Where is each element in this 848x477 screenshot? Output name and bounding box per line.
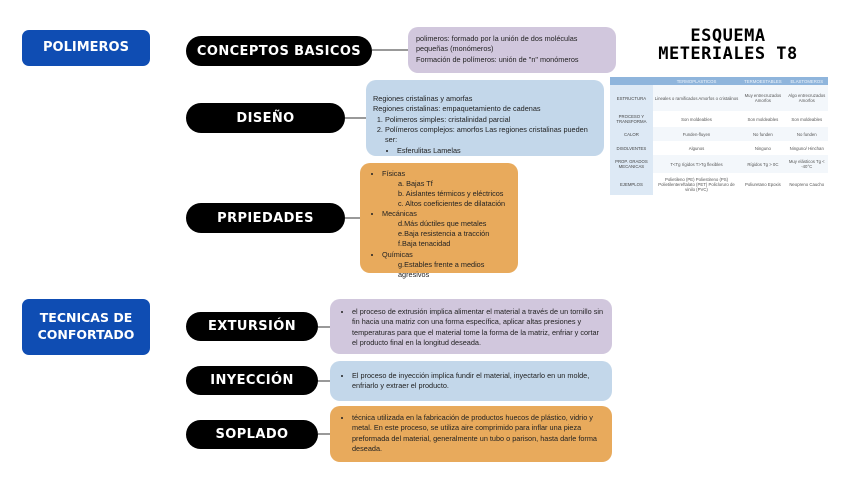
prop-fisicas-label: Físicas xyxy=(382,169,406,178)
note-diseno-sublist: Esferulitas Lamelas xyxy=(385,146,597,156)
note-extrusion: el proceso de extrusión implica alimenta… xyxy=(330,299,612,354)
note-diseno: Regiones cristalinas y amorfas Regiones … xyxy=(366,80,604,156)
esquema-header-cell xyxy=(610,77,653,85)
esquema-row: PROCESO Y TRANSFORMA Son moldeables Son … xyxy=(610,111,828,127)
prop-quimicas: Químicas g.Estables frente a medios agre… xyxy=(382,250,510,280)
topic-soplado-label: SOPLADO xyxy=(215,427,289,442)
esquema-cell: Son moldeables xyxy=(791,116,823,122)
note-inyeccion: El proceso de inyección implica fundir e… xyxy=(330,361,612,401)
topic-propiedades-label: PRPIEDADES xyxy=(217,210,314,226)
note-diseno-list: Polimeros simples: cristalinidad parcial… xyxy=(373,115,597,156)
esquema-cell: No funden xyxy=(740,127,786,141)
prop-mecanicas: Mecánicas d.Más dúctiles que metales e.B… xyxy=(382,209,510,249)
note-diseno-line2: Regiones cristalinas: empaquetamiento de… xyxy=(373,104,541,114)
esquema-cell: Son moldeables xyxy=(681,116,712,122)
esquema-row-header: CALOR xyxy=(610,127,653,141)
esquema-row: EJEMPLOS Polietileno (PE) Poliestireno (… xyxy=(610,173,828,195)
esquema-row: CALOR Funden-fluyen No funden No funden xyxy=(610,127,828,141)
topic-extrusion-label: EXTURSIÓN xyxy=(207,319,297,334)
prop-mecanicas-e: e.Baja resistencia a tracción xyxy=(398,229,490,239)
esquema-row-header: PROCESO Y TRANSFORMA xyxy=(610,111,653,127)
prop-mecanicas-label: Mecánicas xyxy=(382,209,417,219)
esquema-cell: Funden-fluyen xyxy=(652,127,741,141)
note-conceptos: polimeros: formado por la unión de dos m… xyxy=(408,27,616,73)
esquema-title-line2: METERIALES T8 xyxy=(658,43,798,64)
note-soplado-text: técnica utilizada en la fabricación de p… xyxy=(352,413,604,454)
esquema-row: ESTRUCTURA Lineales o ramificados Amorfo… xyxy=(610,85,828,111)
section-tecnicas-label-2: CONFORTADO xyxy=(37,327,135,342)
note-diseno-item2: Polímeros complejos: amorfos Las regione… xyxy=(385,125,597,156)
section-polimeros-label: POLIMEROS xyxy=(43,40,129,56)
note-inyeccion-list: El proceso de inyección implica fundir e… xyxy=(344,371,604,392)
topic-propiedades[interactable]: PRPIEDADES xyxy=(186,203,345,233)
note-soplado-list: técnica utilizada en la fabricación de p… xyxy=(344,413,604,454)
esquema-cell: Algunos xyxy=(688,145,705,151)
section-polimeros[interactable]: POLIMEROS xyxy=(22,30,150,66)
esquema-cell: Ninguno/ Hinchan xyxy=(789,145,824,151)
note-inyeccion-text: El proceso de inyección implica fundir e… xyxy=(352,371,604,392)
esquema-title: ESQUEMA METERIALES T8 xyxy=(630,26,826,64)
esquema-header-cell: TERMOPLASTICOS xyxy=(652,77,741,85)
section-tecnicas-label-1: TECNICAS DE xyxy=(39,310,133,326)
esquema-row-header: DISOLVENTES xyxy=(610,141,653,155)
note-conceptos-line1: polimeros: formado por la unión de dos m… xyxy=(416,34,578,54)
esquema-table: TERMOPLASTICOS TERMOESTABLES ELASTOMEROS… xyxy=(610,77,828,195)
prop-fisicas-sublist: a. Bajas Tf b. Aislantes térmicos y eléc… xyxy=(382,179,510,209)
prop-mecanicas-sublist: d.Más dúctiles que metales e.Baja resist… xyxy=(382,219,510,249)
note-extrusion-list: el proceso de extrusión implica alimenta… xyxy=(344,307,604,348)
esquema-cell: Polietileno (PE) Poliestireno (PS) Polie… xyxy=(658,176,735,192)
esquema-cell: Muy elásticos Tg < -40°C xyxy=(785,155,828,173)
topic-inyeccion-label: INYECCIÓN xyxy=(210,373,294,388)
topic-diseno[interactable]: DISEÑO xyxy=(186,103,345,133)
topic-conceptos-label: CONCEPTOS BASICOS xyxy=(196,43,362,59)
prop-fisicas: Físicas a. Bajas Tf b. Aislantes térmico… xyxy=(382,169,510,209)
topic-extrusion[interactable]: EXTURSIÓN xyxy=(186,312,318,341)
esquema-cell: T<Tg rígidos T>Tg flexibles xyxy=(652,155,741,173)
esquema-row: DISOLVENTES Algunos Ninguno Ninguno/ Hin… xyxy=(610,141,828,155)
prop-fisicas-c: c. Altos coeficientes de dilatación xyxy=(398,199,506,209)
note-soplado: técnica utilizada en la fabricación de p… xyxy=(330,406,612,462)
esquema-header-cell: TERMOESTABLES xyxy=(740,77,786,85)
prop-quimicas-label: Químicas xyxy=(382,249,413,259)
esquema-cell: Algo entrecruzados Amorfos xyxy=(785,85,828,111)
topic-diseno-label: DISEÑO xyxy=(236,110,295,126)
esquema-title-line1: ESQUEMA xyxy=(690,26,766,46)
prop-mecanicas-f: f.Baja tenacidad xyxy=(398,239,451,249)
topic-inyeccion[interactable]: INYECCIÓN xyxy=(186,366,318,395)
esquema-cell: Ninguno xyxy=(754,145,771,151)
prop-mecanicas-d: d.Más dúctiles que metales xyxy=(398,219,487,229)
topic-conceptos-basicos[interactable]: CONCEPTOS BASICOS xyxy=(186,36,372,66)
esquema-row-header: ESTRUCTURA xyxy=(610,85,653,111)
esquema-cell: Lineales o ramificados Amorfos o cristal… xyxy=(652,85,741,111)
note-diseno-line1: Regiones cristalinas y amorfas xyxy=(373,94,473,103)
esquema-cell: Muy entrecruzados Amorfos xyxy=(740,85,786,111)
prop-quimicas-sublist: g.Estables frente a medios agresivos xyxy=(382,260,510,280)
esquema-row: PROP. GRADOS MECANICAS T<Tg rígidos T>Tg… xyxy=(610,155,828,173)
esquema-header-row: TERMOPLASTICOS TERMOESTABLES ELASTOMEROS xyxy=(610,77,828,85)
esquema-cell: Rígidos Tg > 0C xyxy=(740,155,786,173)
esquema-table-wrapper: TERMOPLASTICOS TERMOESTABLES ELASTOMEROS… xyxy=(610,77,828,195)
note-extrusion-text: el proceso de extrusión implica alimenta… xyxy=(352,307,604,348)
esquema-cell: Poliuretano Epoxis xyxy=(744,181,781,187)
prop-quimicas-g: g.Estables frente a medios agresivos xyxy=(398,259,485,279)
esquema-row-header: EJEMPLOS xyxy=(610,173,653,195)
esquema-cell: No funden xyxy=(785,127,828,141)
prop-fisicas-b: b. Aislantes térmicos y eléctricos xyxy=(398,189,504,199)
note-propiedades: Físicas a. Bajas Tf b. Aislantes térmico… xyxy=(360,163,518,279)
note-conceptos-line2: Formación de polímeros: unión de "n" mon… xyxy=(416,54,579,64)
note-diseno-subitem: Esferulitas Lamelas xyxy=(397,146,597,156)
prop-fisicas-a: a. Bajas Tf xyxy=(398,179,433,189)
note-diseno-item1: Polimeros simples: cristalinidad parcial xyxy=(385,115,597,125)
esquema-cell: Son moldeables xyxy=(747,116,779,122)
section-tecnicas[interactable]: TECNICAS DE CONFORTADO xyxy=(22,299,150,355)
topic-soplado[interactable]: SOPLADO xyxy=(186,420,318,449)
esquema-row-header: PROP. GRADOS MECANICAS xyxy=(610,155,653,173)
note-diseno-item2-text: Polímeros complejos: amorfos Las regione… xyxy=(385,125,588,145)
esquema-cell: Neopreno Caucho xyxy=(789,181,825,187)
note-propiedades-list: Físicas a. Bajas Tf b. Aislantes térmico… xyxy=(374,169,510,280)
esquema-header-cell: ELASTOMEROS xyxy=(785,77,828,85)
